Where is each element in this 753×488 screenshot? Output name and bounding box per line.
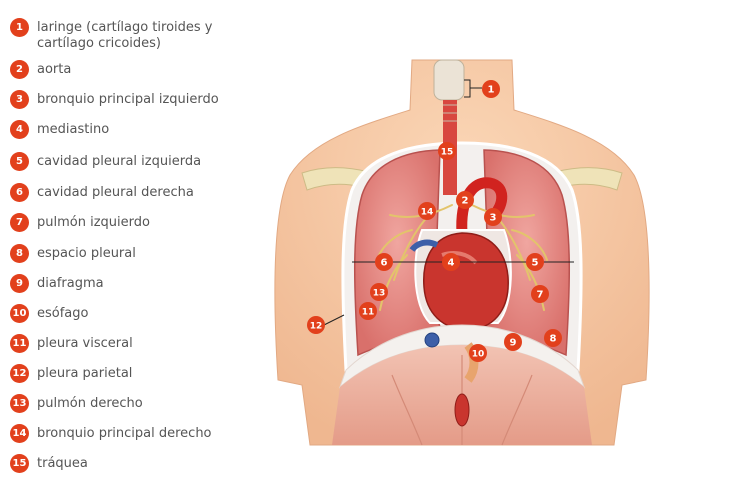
legend-label: espacio pleural [37, 246, 136, 261]
legend-badge: 6 [10, 183, 29, 202]
legend-badge: 3 [10, 90, 29, 109]
legend-label: mediastino [37, 122, 110, 137]
legend-label: laringe (cartílago tiroides y cartílago … [37, 20, 213, 51]
legend-label: cavidad pleural izquierda [37, 154, 202, 169]
legend-badge: 14 [10, 424, 29, 443]
legend-item-5: 5 cavidad pleural izquierda [10, 152, 247, 171]
legend-label: pleura visceral [37, 336, 133, 351]
legend-item-13: 13 pulmón derecho [10, 394, 247, 413]
legend-label: diafragma [37, 276, 104, 291]
legend-item-11: 11 pleura visceral [10, 334, 247, 353]
torso-illustration [274, 59, 650, 446]
legend-label: bronquio principal derecho [37, 426, 212, 441]
legend-label: pulmón izquierdo [37, 215, 150, 230]
legend-item-14: 14 bronquio principal derecho [10, 424, 247, 443]
legend-badge: 1 [10, 18, 29, 37]
legend-item-3: 3 bronquio principal izquierdo [10, 90, 247, 109]
descending-aorta [454, 393, 470, 427]
legend-badge: 12 [10, 364, 29, 383]
legend-badge: 13 [10, 394, 29, 413]
legend-item-10: 10 esófago [10, 304, 247, 323]
legend: 1 laringe (cartílago tiroides y cartílag… [0, 0, 260, 488]
legend-badge: 4 [10, 120, 29, 139]
heart [423, 232, 509, 331]
legend-badge: 8 [10, 244, 29, 263]
legend-label: tráquea [37, 456, 88, 471]
legend-item-1: 1 laringe (cartílago tiroides y cartílag… [10, 18, 247, 52]
legend-item-9: 9 diafragma [10, 274, 247, 293]
legend-item-2: 2 aorta [10, 60, 247, 79]
legend-label: cavidad pleural derecha [37, 185, 194, 200]
legend-badge: 9 [10, 274, 29, 293]
legend-badge: 2 [10, 60, 29, 79]
trachea [443, 100, 457, 195]
legend-label: esófago [37, 306, 89, 321]
legend-badge: 5 [10, 152, 29, 171]
legend-label: bronquio principal izquierdo [37, 92, 219, 107]
legend-badge: 10 [10, 304, 29, 323]
legend-badge: 7 [10, 213, 29, 232]
legend-label: pulmón derecho [37, 396, 143, 411]
pulmonary-vein [409, 239, 439, 252]
larynx [433, 59, 465, 101]
legend-item-7: 7 pulmón izquierdo [10, 213, 247, 232]
legend-label: pleura parietal [37, 366, 133, 381]
callout-leaders [323, 79, 482, 326]
legend-item-8: 8 espacio pleural [10, 244, 247, 263]
legend-badge: 11 [10, 334, 29, 353]
legend-item-4: 4 mediastino [10, 120, 247, 139]
legend-label: aorta [37, 62, 72, 77]
legend-badge: 15 [10, 454, 29, 473]
legend-item-15: 15 tráquea [10, 454, 247, 473]
legend-item-6: 6 cavidad pleural derecha [10, 183, 247, 202]
legend-item-12: 12 pleura parietal [10, 364, 247, 383]
vena-cava [424, 332, 440, 348]
